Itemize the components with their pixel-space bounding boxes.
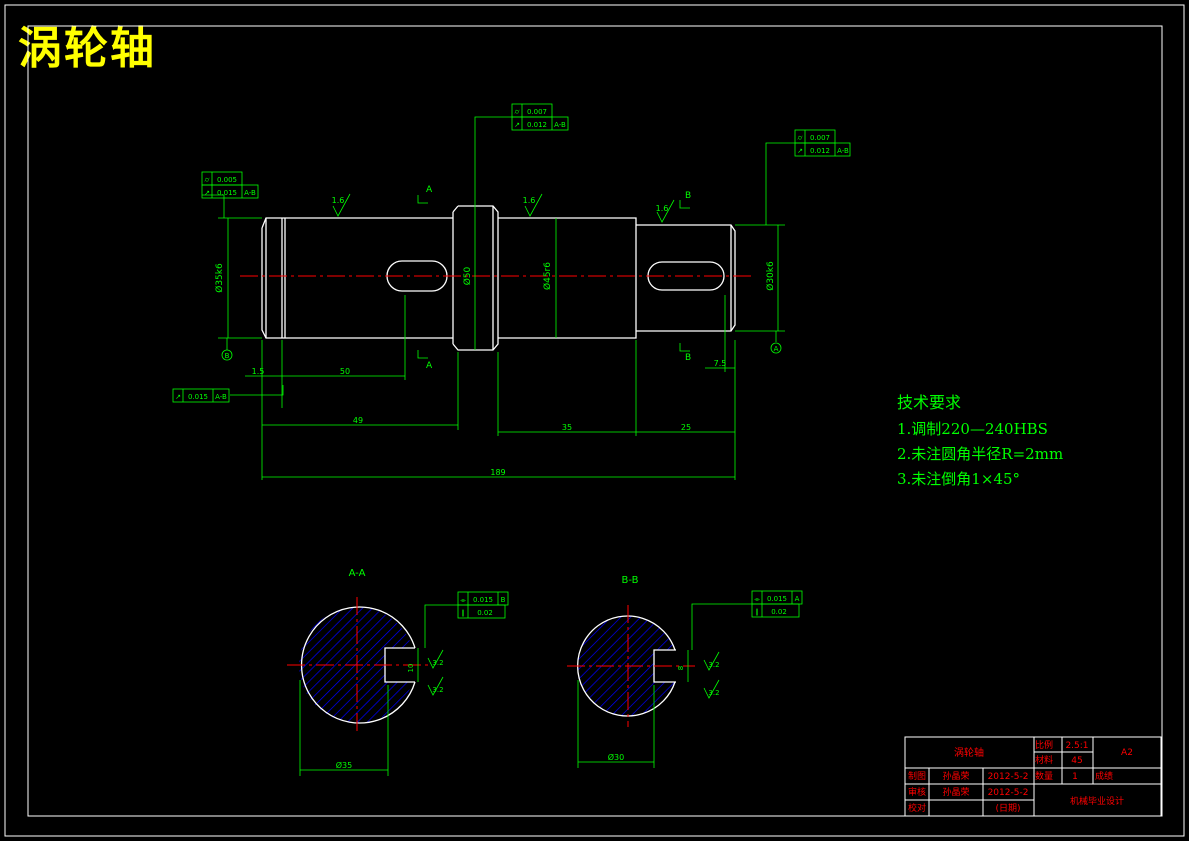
tol-tl-val1: 0.005 (217, 176, 237, 184)
roughness-1: 1.6 (332, 196, 345, 205)
tb-qty-label: 数量 (1035, 770, 1053, 782)
shaft-main-view (261, 205, 736, 351)
tb-project: 机械毕业设计 (1070, 795, 1124, 807)
section-b-mark-top: B (685, 191, 691, 201)
section-b-mark-bottom: B (685, 353, 691, 363)
dim-total-length: 189 (490, 468, 505, 477)
tech-heading: 技术要求 (897, 393, 962, 412)
datum-a-circle (770, 342, 782, 354)
tol-tl-sym2: ↗ (204, 189, 210, 197)
tol-tr-ref2: A-B (837, 147, 849, 155)
section-a-mark-bottom: A (426, 361, 433, 371)
tol-sb-sym2: ∥ (755, 608, 759, 616)
dim-small-right: 7.5 (714, 359, 727, 368)
tol-tc-val2: 0.012 (527, 121, 547, 129)
datum-b-circle (221, 349, 233, 361)
sec-b-rough1: 3.2 (708, 661, 719, 669)
drawing-title: 涡轮轴 (18, 23, 156, 74)
section-b-dimensions (577, 590, 803, 768)
tech-item-2: 2.未注圆角半径R=2mm (897, 445, 1064, 463)
technical-requirements: 技术要求 1.调制220—240HBS 2.未注圆角半径R=2mm 3.未注倒角… (897, 390, 1063, 492)
tb-row1-date: 2012-5-2 (988, 772, 1029, 782)
section-a-mark-top: A (426, 185, 433, 195)
dim-keyway-length: 50 (340, 367, 350, 376)
tb-material-value: 45 (1071, 756, 1082, 766)
tol-sb-val2: 0.02 (771, 608, 787, 616)
tol-sb-val1: 0.015 (767, 595, 787, 603)
tb-part-name: 涡轮轴 (954, 746, 984, 759)
dim-right-diameter: Ø30k6 (765, 261, 776, 291)
roughness-symbols (332, 193, 675, 223)
tb-row2-name: 孙晶荣 (942, 786, 969, 798)
dim-len-35: 35 (562, 423, 572, 432)
tol-tr-val1: 0.007 (810, 134, 830, 142)
section-a-dimensions (299, 591, 509, 776)
tol-ll-val1: 0.015 (188, 393, 208, 401)
tol-tl-sym1: ⌭ (204, 176, 209, 184)
tech-item-1: 1.调制220—240HBS (897, 420, 1048, 438)
roughness-3: 1.6 (656, 204, 669, 213)
tolerance-frames (172, 103, 851, 403)
tb-row1-role: 制图 (908, 770, 926, 782)
sec-a-rough2: 3.2 (432, 686, 443, 694)
tol-tr-sym2: ↗ (797, 147, 803, 155)
tech-item-3: 3.未注倒角1×45° (897, 470, 1021, 488)
left-journal-outline (261, 217, 378, 339)
tb-material-label: 材料 (1035, 754, 1053, 766)
tb-row2-role: 审核 (908, 786, 926, 798)
tol-sb-ref1: A (795, 595, 800, 603)
tol-sa-val2: 0.02 (477, 609, 493, 617)
dim-len-49: 49 (353, 416, 363, 425)
datum-a-label: A (774, 345, 779, 353)
tol-sb-sym1: ⌯ (754, 595, 760, 603)
section-b-b-label: B-B (622, 575, 639, 586)
tol-tl-val2: 0.015 (217, 189, 237, 197)
tb-scale-label: 比例 (1035, 739, 1053, 751)
tol-tl-ref2: A-B (244, 189, 256, 197)
section-a-a (287, 597, 430, 733)
tol-tc-sym2: ↗ (514, 121, 520, 129)
inner-frame (27, 25, 1163, 817)
section-a-a-label: A-A (349, 568, 366, 579)
tol-tc-ref2: A-B (554, 121, 566, 129)
sec-a-width: Ø35 (336, 760, 352, 770)
tb-row2-note: (日期) (995, 803, 1020, 814)
tol-tr-sym1: ⌭ (797, 134, 802, 142)
outer-frame (4, 4, 1185, 837)
dim-left-diameter: Ø35k6 (214, 263, 225, 293)
title-block-text: 涡轮轴 比例 2.5:1 材料 45 A2 制图 孙晶荣 2012-5-2 数量… (908, 739, 1133, 814)
section-b-b (567, 605, 695, 727)
dim-mid-diameter: Ø45r6 (542, 262, 553, 290)
tb-row2-date: 2012-5-2 (988, 788, 1029, 798)
tol-sa-val1: 0.015 (473, 596, 493, 604)
tb-row3-role: 校对 (908, 802, 926, 814)
sec-a-rough1: 3.2 (432, 659, 443, 667)
title-block (904, 736, 1162, 817)
section-markers (417, 195, 690, 359)
tb-scale-value: 2.5:1 (1065, 741, 1088, 751)
tol-ll-sym1: ↗ (175, 393, 181, 401)
tol-ll-ref1: A-B (215, 393, 227, 401)
tol-sa-sym2: ∥ (461, 609, 465, 617)
tb-row1-name: 孙晶荣 (942, 770, 969, 782)
dim-len-25: 25 (681, 423, 691, 432)
tol-tc-val1: 0.007 (527, 108, 547, 116)
sec-a-key: 10 (407, 664, 415, 673)
tol-tr-val2: 0.012 (810, 147, 830, 155)
sec-b-width: Ø30 (608, 752, 624, 762)
tol-sa-ref1: B (501, 596, 506, 604)
tol-sa-sym1: ⌯ (460, 596, 466, 604)
dim-small-left: 1.5 (252, 367, 265, 376)
sec-b-rough2: 3.2 (708, 689, 719, 697)
dim-collar-diameter: Ø50 (462, 266, 473, 285)
tb-sheet: A2 (1121, 748, 1133, 758)
datum-b-label: B (225, 352, 230, 360)
sec-b-key: 8 (677, 666, 685, 670)
roughness-2: 1.6 (523, 196, 536, 205)
tb-grade: 成绩 (1095, 770, 1113, 782)
tb-qty: 1 (1072, 772, 1078, 782)
tol-tc-sym1: ⌭ (514, 108, 519, 116)
main-dimensions (202, 116, 795, 480)
